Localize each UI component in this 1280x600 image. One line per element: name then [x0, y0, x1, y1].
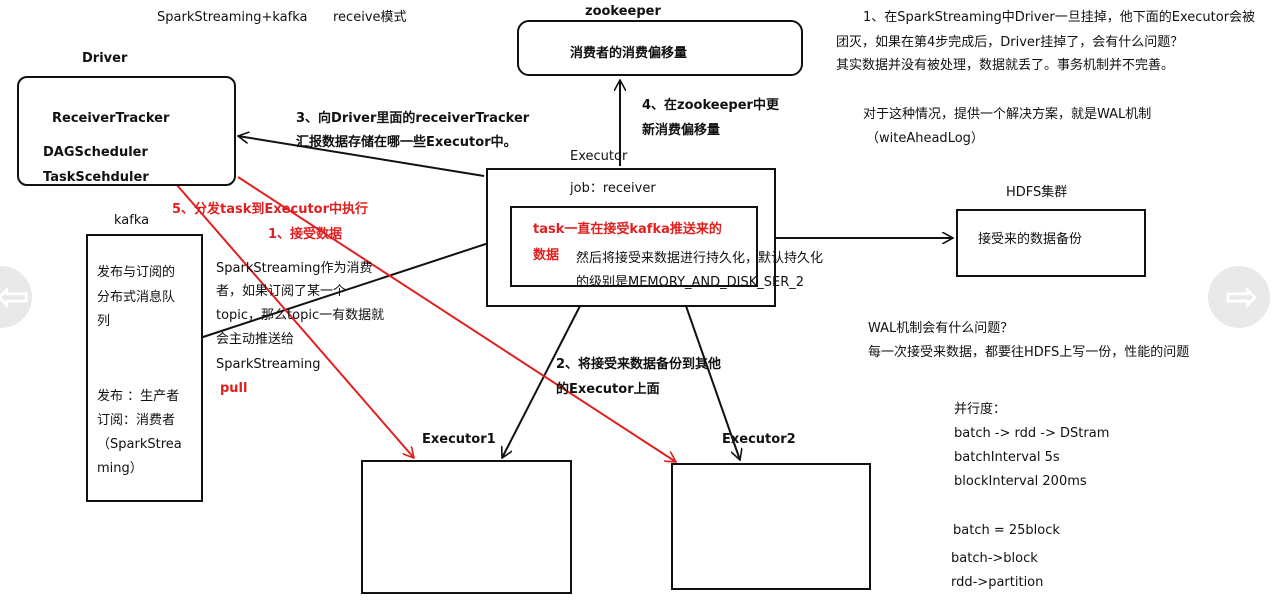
task-scheduler-label: TaskScehduler — [43, 170, 149, 185]
next-arrow-glyph: ⇨ — [1225, 274, 1259, 320]
parallelism-line6: rdd->partition — [951, 575, 1044, 590]
prev-arrow-glyph: ⇦ — [0, 274, 30, 320]
arrow-backup-executor1 — [502, 305, 581, 458]
diagram-mode: receive模式 — [333, 10, 407, 25]
driver-box — [17, 76, 236, 186]
push-note-line4: 会主动推送给 — [216, 332, 295, 347]
parallelism-line5: batch->block — [951, 551, 1038, 566]
task-text-line1: task一直在接受kafka推送来的 — [533, 222, 722, 237]
prev-arrow-icon[interactable]: ⇦ — [0, 266, 32, 328]
step2-line2: 的Executor上面 — [556, 382, 660, 397]
kafka-desc-line2: 分布式消息队 — [97, 290, 176, 305]
kafka-desc-line3: 列 — [97, 314, 111, 329]
step4-line2: 新消费偏移量 — [642, 123, 721, 138]
arrow-dispatch-executor2 — [237, 176, 676, 462]
task-text-line2: 数据 — [533, 248, 560, 263]
step1-text: 1、接受数据 — [268, 227, 343, 242]
kafka-desc-line1: 发布与订阅的 — [97, 265, 176, 280]
hdfs-box — [956, 209, 1146, 277]
executor-label: Executor — [570, 149, 628, 164]
executor1-label: Executor1 — [422, 432, 496, 447]
arrow-kafka-push — [199, 236, 510, 339]
note-wal-line2: （witeAheadLog） — [866, 131, 984, 146]
note-wal-problem-line2: 每一次接受来数据，都要往HDFS上写一份，性能的问题 — [868, 345, 1190, 360]
persist-text-line1: 然后将接受来数据进行持久化，默认持久化 — [576, 251, 824, 266]
kafka-consumer-name-line1: （SparkStrea — [97, 437, 182, 452]
executor2-box — [671, 463, 871, 590]
step2-line1: 2、将接受来数据备份到其他 — [556, 357, 722, 372]
step3-line1: 3、向Driver里面的receiverTracker — [296, 111, 530, 126]
step4-line1: 4、在zookeeper中更 — [642, 98, 779, 113]
zookeeper-offset-text: 消费者的消费偏移量 — [570, 46, 688, 61]
kafka-consumer-line: 订阅：消费者 — [97, 413, 176, 428]
driver-label: Driver — [82, 51, 128, 66]
zookeeper-box — [517, 20, 803, 76]
kafka-label: kafka — [114, 213, 150, 228]
arrow-report-to-driver — [238, 136, 485, 177]
push-note-line2: 者，如果订阅了某一个 — [216, 284, 347, 299]
arrow-dispatch-executor1 — [169, 176, 414, 458]
executor-job-text: job：receiver — [570, 181, 656, 196]
note-driver-failure-line2: 团灭，如果在第4步完成后，Driver挂掉了，会有什么问题？ — [836, 35, 1184, 50]
note-wal-line1: 对于这种情况，提供一个解决方案，就是WAL机制 — [863, 107, 1152, 122]
task-box — [510, 206, 758, 287]
zookeeper-label: zookeeper — [585, 4, 661, 19]
step5-text: 5、分发task到Executor中执行 — [172, 202, 369, 217]
hdfs-label: HDFS集群 — [1006, 185, 1068, 200]
parallelism-line4: batch = 25block — [953, 523, 1060, 538]
next-arrow-icon[interactable]: ⇨ — [1208, 266, 1270, 328]
push-note-line5: SparkStreaming — [216, 357, 321, 372]
kafka-producer-line: 发布 ：生产者 — [97, 389, 180, 404]
arrow-backup-executor2 — [685, 305, 740, 460]
push-note-line3: topic，那么topic一有数据就 — [216, 308, 385, 323]
parallelism-title: 并行度： — [954, 402, 1007, 417]
parallelism-line2: batchInterval 5s — [954, 450, 1060, 465]
note-wal-problem-line1: WAL机制会有什么问题？ — [868, 321, 1014, 336]
executor2-label: Executor2 — [722, 432, 796, 447]
executor1-box — [361, 460, 572, 594]
note-driver-failure-line1: 1、在SparkStreaming中Driver一旦挂掉，他下面的Executo… — [863, 10, 1256, 25]
diagram-title: SparkStreaming+kafka — [157, 10, 308, 25]
kafka-box — [86, 234, 203, 502]
parallelism-line1: batch -> rdd -> DStram — [954, 426, 1110, 441]
parallelism-line3: blockInterval 200ms — [954, 474, 1087, 489]
receiver-tracker-label: ReceiverTracker — [52, 111, 170, 126]
push-note-line1: SparkStreaming作为消费 — [216, 261, 373, 276]
note-driver-failure-line3: 其实数据并没有被处理，数据就丢了。事务机制并不完善。 — [836, 58, 1175, 73]
kafka-consumer-name-line2: ming） — [97, 461, 143, 476]
pull-label: pull — [220, 381, 248, 396]
step3-line2: 汇报数据存储在哪一些Executor中。 — [296, 135, 517, 150]
persist-text-line2: 的级别是MEMORY_AND_DISK_SER_2 — [576, 275, 805, 290]
hdfs-backup-text: 接受来的数据备份 — [978, 232, 1083, 247]
dag-scheduler-label: DAGScheduler — [43, 145, 148, 160]
